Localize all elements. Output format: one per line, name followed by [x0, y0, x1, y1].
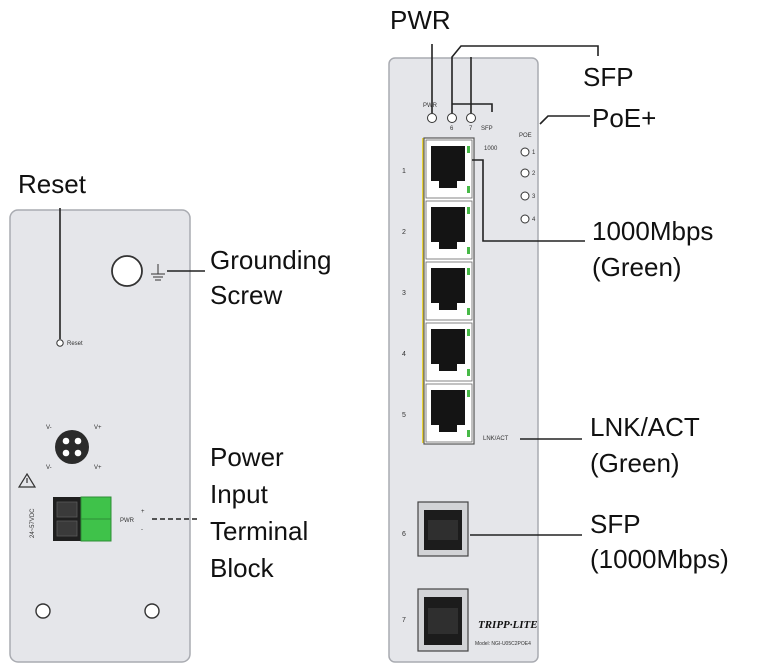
rj45-port-5 [425, 383, 473, 443]
port-num-5: 5 [402, 412, 406, 419]
pin-label-4: V+ [94, 465, 102, 471]
reset-button [56, 339, 64, 347]
speed-leader [472, 159, 585, 242]
port-num-1: 1 [402, 168, 406, 175]
terminal-plus-sign: + [141, 509, 145, 515]
pin-label-2: V+ [94, 425, 102, 431]
power-callout-line3: Terminal [210, 516, 308, 546]
sfp-led-bracket [452, 103, 493, 112]
left-side-panel: Reset V- V+ V- V+ 24~57VDC PWR + [9, 209, 191, 663]
poe-num-1: 1 [532, 150, 536, 156]
power-callout-line2: Input [210, 479, 269, 509]
power-connector: V- V+ V- V+ [46, 425, 102, 471]
sfp-led-7 [466, 113, 476, 123]
port-num-4: 4 [402, 351, 406, 358]
power-callout-line1: Power [210, 442, 284, 472]
sfp-leader [451, 45, 599, 113]
voltage-text: 24~57VDC [30, 508, 36, 538]
poe-led-2 [520, 168, 530, 178]
mounting-hole-right [144, 603, 160, 619]
speed-callout-line2: (Green) [592, 252, 682, 282]
terminal-minus-sign: - [141, 527, 143, 533]
port-num-3: 3 [402, 290, 406, 297]
poe-strip [422, 138, 424, 443]
sfp-led-text: SFP [481, 126, 493, 132]
poe-num-4: 4 [532, 217, 536, 223]
sfp-port-num-7: 7 [402, 617, 406, 624]
reset-text: Reset [67, 341, 83, 347]
poe-led-4 [520, 214, 530, 224]
port-num-2: 2 [402, 229, 406, 236]
pwr-led-text: PWR [423, 103, 438, 109]
pwr-led [427, 113, 437, 123]
speed-callout-line1: 1000Mbps [592, 216, 713, 246]
poe-led-1 [520, 147, 530, 157]
brand-logo: TRIPP·LITE [478, 619, 538, 631]
sfp-port-callout-line1: SFP [590, 509, 641, 539]
rj45-port-3 [425, 261, 473, 321]
sfp-port-7 [417, 588, 469, 652]
sfp-port-6 [417, 501, 469, 557]
lnk-callout-line1: LNK/ACT [590, 412, 700, 442]
poe-callout: PoE+ [592, 103, 656, 133]
grounding-callout-line2: Screw [210, 280, 282, 310]
terminal-pwr-text: PWR [120, 518, 135, 524]
poe-led-3 [520, 191, 530, 201]
pin-label-1: V- [46, 425, 52, 431]
grounding-screw [111, 255, 143, 287]
sfp-port-num-6: 6 [402, 531, 406, 538]
sfp-callout: SFP [583, 62, 634, 92]
pwr-callout: PWR [390, 5, 451, 35]
sfp-led-num-7: 7 [469, 126, 473, 132]
speed-text: 1000 [484, 146, 498, 152]
poe-leader [539, 115, 590, 125]
terminal-block [53, 496, 112, 542]
poe-text: POE [519, 133, 532, 139]
rj45-port-1 [425, 139, 473, 199]
grounding-callout-line1: Grounding [210, 245, 331, 275]
mounting-hole-left [35, 603, 51, 619]
poe-num-3: 3 [532, 194, 536, 200]
pin-label-3: V- [46, 465, 52, 471]
warning-icon [17, 472, 37, 488]
front-panel: PWR 6 7 SFP 1000 POE 1 2 3 4 [388, 57, 539, 663]
left-panel-body [9, 209, 191, 663]
model-text: Model: NGI-U05C2POE4 [475, 641, 531, 647]
sfp-led-6 [447, 113, 457, 123]
lnkact-text: LNK/ACT [483, 436, 509, 442]
rj45-port-4 [425, 322, 473, 382]
poe-num-2: 2 [532, 171, 536, 177]
reset-callout: Reset [18, 169, 87, 199]
sfp-port-callout-line2: (1000Mbps) [590, 544, 729, 574]
sfp-led-num-6: 6 [450, 126, 454, 132]
power-callout-line4: Block [210, 553, 275, 583]
rj45-port-2 [425, 200, 473, 260]
lnk-callout-line2: (Green) [590, 448, 680, 478]
ground-symbol-icon [151, 264, 165, 281]
